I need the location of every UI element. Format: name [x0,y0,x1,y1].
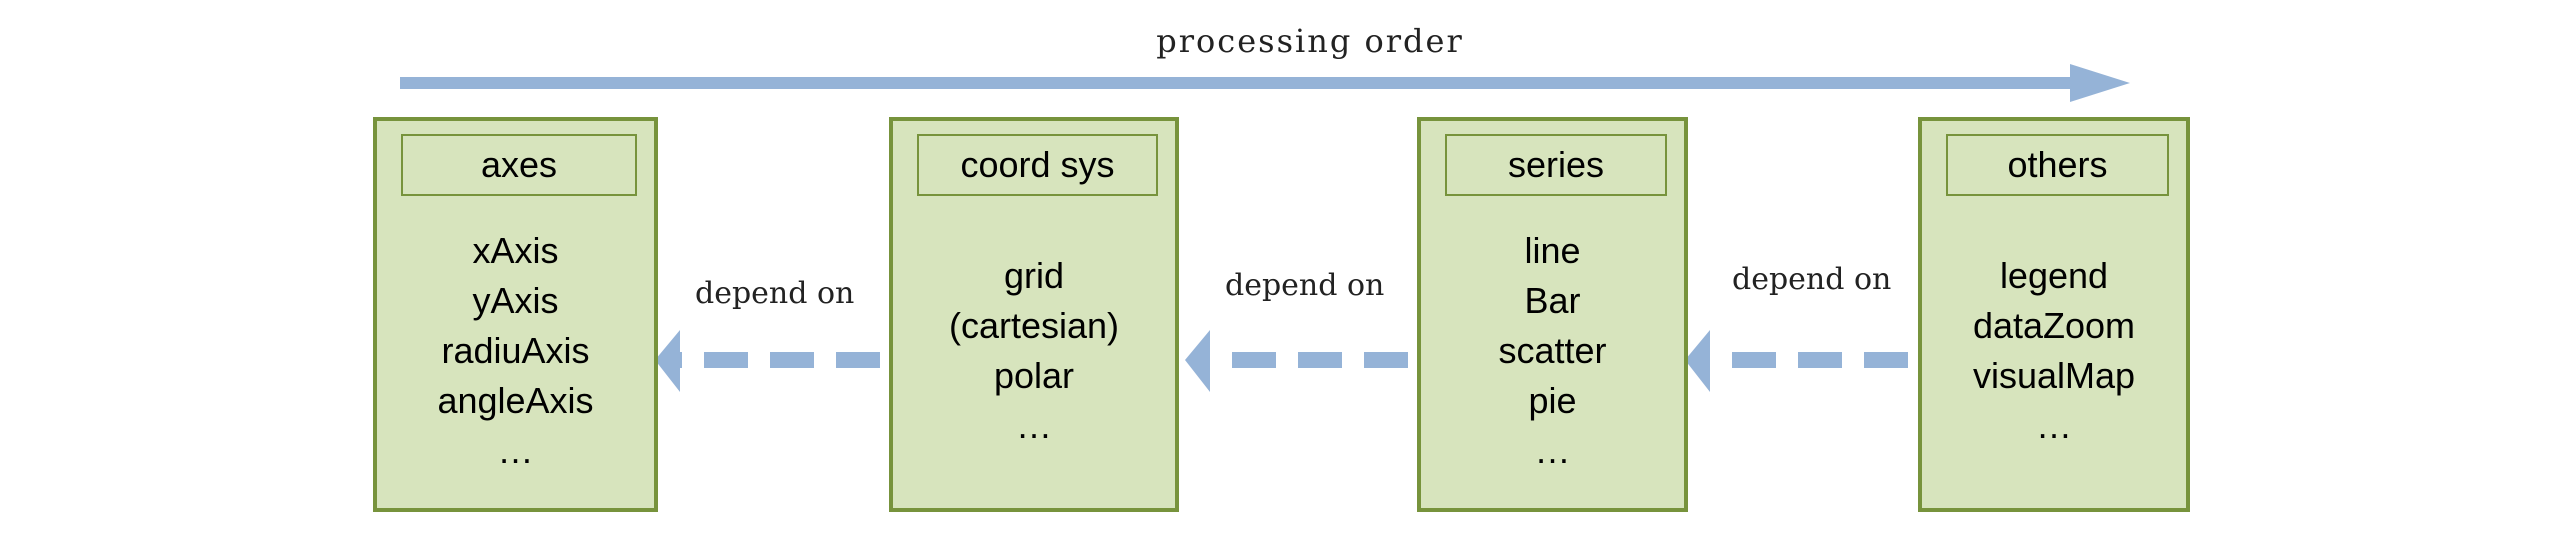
list-item: polar [993,355,1075,396]
list-item: Bar [1524,280,1581,321]
list-item: visualMap [1972,355,2136,396]
list-item: dataZoom [1972,305,2136,346]
depend-label-coord-to-axes: depend on [695,276,855,311]
order-label: processing order [1156,22,1464,60]
list-item: … [497,430,534,471]
list-item: grid [1003,255,1065,296]
list-item: pie [1528,380,1577,421]
depend-label-others-to-series: depend on [1732,262,1892,297]
box-title-axes: axes [401,134,637,196]
dependency-arrow-others-to-series [1685,330,1908,392]
box-axes: axes xAxis yAxis radiuAxis angleAxis … [373,117,658,512]
list-item: angleAxis [437,380,594,421]
box-items-axes: xAxis yAxis radiuAxis angleAxis … [377,226,654,476]
processing-order-arrow [400,64,2130,102]
list-item: yAxis [472,280,559,321]
box-others: others legend dataZoom visualMap … [1918,117,2190,512]
list-item: line [1524,230,1581,271]
list-item: xAxis [472,230,559,271]
box-title-coord-sys: coord sys [917,134,1158,196]
list-item: scatter [1498,330,1607,371]
depend-label-series-to-coord: depend on [1225,268,1385,303]
dependency-arrow-coord-to-axes [655,330,880,392]
box-coord-sys: coord sys grid (cartesian) polar … [889,117,1179,512]
list-item: … [2036,405,2072,446]
box-title-others: others [1946,134,2169,196]
box-items-coord-sys: grid (cartesian) polar … [893,251,1175,451]
list-item: (cartesian) [948,305,1120,346]
box-items-others: legend dataZoom visualMap … [1922,251,2186,451]
list-item: radiuAxis [441,330,590,371]
box-items-series: line Bar scatter pie … [1421,226,1684,476]
dependency-arrow-series-to-coord [1185,330,1408,392]
box-title-series: series [1445,134,1667,196]
list-item: … [1534,430,1571,471]
box-series: series line Bar scatter pie … [1417,117,1688,512]
list-item: legend [1999,255,2109,296]
list-item: … [1016,405,1052,446]
